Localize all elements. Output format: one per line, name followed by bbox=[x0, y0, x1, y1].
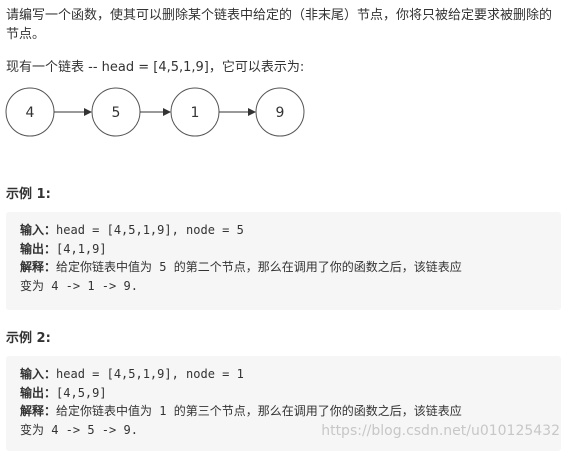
example-1-title: 示例 1: bbox=[6, 187, 51, 202]
example-2-explain-label: 解释： bbox=[20, 404, 57, 418]
example-2-input: head = [4,5,1,9], node = 1 bbox=[56, 367, 244, 381]
example-2-box: 输入：head = [4,5,1,9], node = 1 输出：[4,5,9]… bbox=[6, 356, 561, 451]
example-1-explain-line-1: 给定你链表中值为 5 的第二个节点，那么在调用了你的函数之后，该链表应 bbox=[56, 260, 462, 274]
example-2-explain-line-1: 给定你链表中值为 1 的第三个节点，那么在调用了你的函数之后，该链表应 bbox=[56, 404, 462, 418]
example-1-input-label: 输入： bbox=[20, 223, 57, 237]
example-2-explain-line-2: 变为 4 -> 5 -> 9. bbox=[20, 422, 138, 437]
example-2-input-label: 输入： bbox=[20, 367, 57, 381]
example-2-output-label: 输出： bbox=[20, 385, 57, 400]
list-node-4-value: 9 bbox=[276, 105, 285, 121]
list-description: 现有一个链表 -- head = [4,5,1,9]，它可以表示为: bbox=[6, 60, 305, 75]
example-2-output: [4,5,9] bbox=[56, 385, 107, 400]
example-1-explain-line-2: 变为 4 -> 1 -> 9. bbox=[20, 278, 138, 293]
linked-list-diagram: 4 5 1 9 bbox=[5, 87, 305, 137]
problem-description: 请编写一个函数，使其可以删除某个链表中给定的（非末尾）节点，你将只被给定要求被删… bbox=[6, 8, 553, 42]
example-1-input: head = [4,5,1,9], node = 5 bbox=[56, 223, 244, 237]
example-1-box: 输入：head = [4,5,1,9], node = 5 输出：[4,1,9]… bbox=[6, 212, 561, 310]
example-1-output-label: 输出： bbox=[20, 241, 57, 256]
list-node-2-value: 5 bbox=[112, 105, 121, 121]
example-1-output: [4,1,9] bbox=[56, 241, 107, 256]
list-node-3-value: 1 bbox=[191, 105, 200, 121]
example-1-explain-label: 解释： bbox=[20, 260, 57, 274]
list-node-1-value: 4 bbox=[26, 105, 35, 121]
example-2-title: 示例 2: bbox=[6, 331, 51, 346]
list-node-4 bbox=[255, 87, 305, 137]
